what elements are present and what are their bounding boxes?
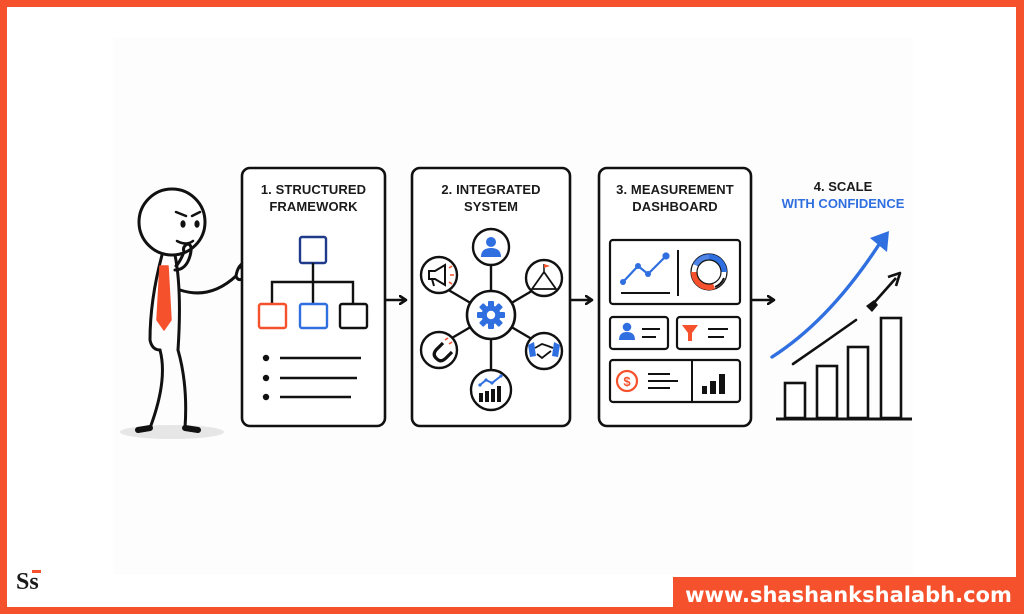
step-4-title-line1: 4. SCALE (813, 179, 873, 194)
figure-shadow (120, 425, 224, 439)
step-2-title-line2: SYSTEM (463, 199, 519, 214)
handshake-icon (524, 331, 564, 371)
step-3-title-line1: 3. MEASUREMENT (616, 182, 734, 197)
stick-figure (120, 187, 270, 439)
logo-accent-bar (32, 570, 42, 573)
step-1-title: 1. STRUCTURED FRAMEWORK (242, 181, 385, 215)
step-2-title-line1: 2. INTEGRATED (441, 182, 541, 197)
org-chart-icon (257, 235, 369, 330)
megaphone-icon (419, 255, 459, 295)
gear-icon (465, 289, 517, 341)
step-3-title-line2: DASHBOARD (632, 199, 718, 214)
rising-bars-icon (776, 316, 912, 421)
bullet-list-icon (262, 354, 361, 401)
card-structured-framework (240, 166, 387, 428)
figure-head (137, 187, 207, 257)
user-icon (619, 322, 660, 340)
figure-brow-right (190, 210, 202, 218)
line-chart-icon (620, 252, 670, 294)
step-2-title: 2. INTEGRATED SYSTEM (412, 181, 570, 215)
logo-letter-lower: s (29, 569, 39, 595)
logo-letter-upper: S (16, 569, 30, 595)
step-1-title-line2: FRAMEWORK (269, 199, 358, 214)
user-icon (471, 227, 511, 267)
step-4-title: 4. SCALE WITH CONFIDENCE (768, 178, 918, 212)
growth-arrow-icon (770, 241, 882, 359)
card-integrated-system (410, 166, 572, 428)
rocket-arrow-icon (866, 271, 902, 312)
website-link[interactable]: www.shashankshalabh.com (673, 577, 1024, 614)
step-3-title: 3. MEASUREMENT DASHBOARD (599, 181, 751, 215)
step-4-title-line2: WITH CONFIDENCE (781, 196, 905, 211)
growth-chart-icon (469, 368, 513, 412)
figure-tie (156, 265, 172, 331)
donut-chart-icon (690, 253, 728, 291)
figure-brow-left (174, 210, 188, 218)
funnel-icon (682, 325, 728, 341)
bar-chart-icon (702, 374, 725, 394)
scale-growth-graphic (770, 231, 912, 421)
magnet-icon (419, 330, 459, 370)
card-measurement-dashboard: $ (597, 166, 753, 428)
svg-text:$: $ (623, 374, 631, 389)
mountain-flag-icon (524, 258, 564, 298)
step-1-title-line1: 1. STRUCTURED (260, 182, 367, 197)
dollar-icon: $ (615, 369, 678, 393)
